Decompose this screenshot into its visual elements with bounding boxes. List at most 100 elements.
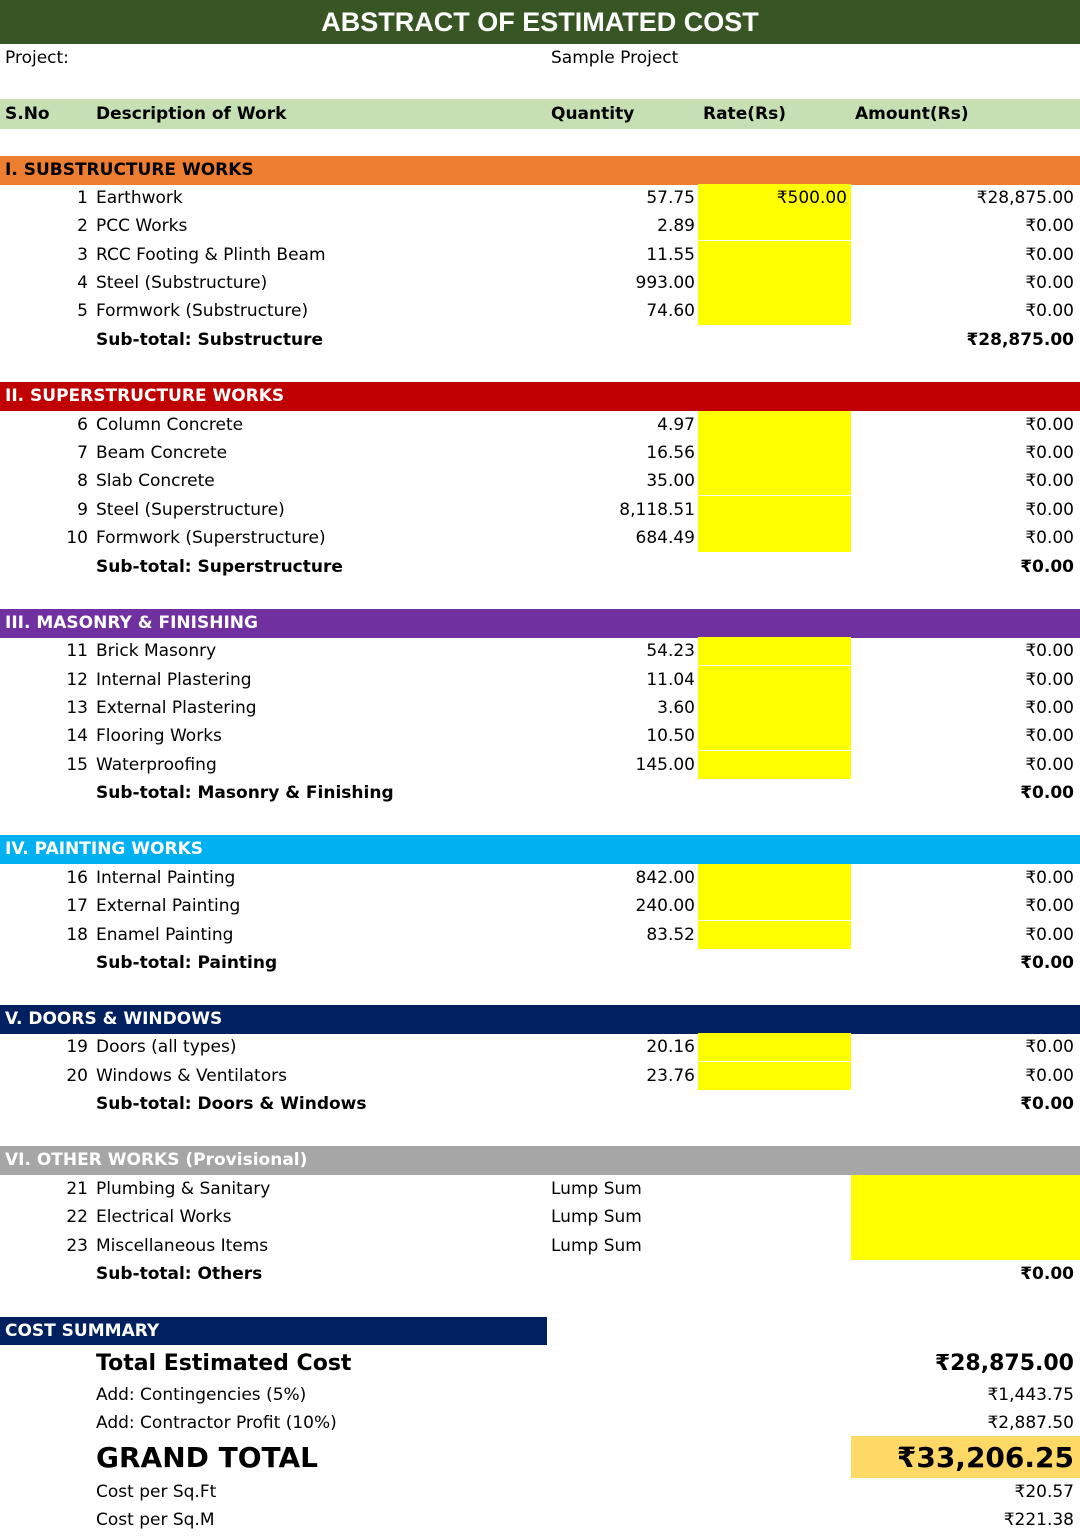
rate-input-cell[interactable] <box>698 411 851 439</box>
subtotal-amount: ₹0.00 <box>1020 1264 1074 1284</box>
subtotal-row: Sub-total: Superstructure ₹0.00 <box>0 553 1080 581</box>
table-row: 17 External Painting 240.00 ₹0.00 <box>0 892 1080 920</box>
row-description: RCC Footing & Plinth Beam <box>96 245 326 265</box>
row-description: Steel (Superstructure) <box>96 500 285 520</box>
rate-input-cell[interactable] <box>698 666 851 694</box>
table-row: 1 Earthwork 57.75 ₹500.00 ₹28,875.00 <box>0 184 1080 212</box>
grand-total-highlight <box>851 1436 1080 1478</box>
row-description: Miscellaneous Items <box>96 1236 269 1256</box>
subtotal-amount: ₹0.00 <box>1020 953 1074 973</box>
row-description: Waterproofing <box>96 755 217 775</box>
row-amount: ₹0.00 <box>1025 245 1074 265</box>
row-quantity: 16.56 <box>646 443 695 463</box>
row-description: Beam Concrete <box>96 443 228 463</box>
row-quantity: 240.00 <box>635 896 695 916</box>
table-row: 8 Slab Concrete 35.00 ₹0.00 <box>0 467 1080 495</box>
total-estimated-row: Total Estimated Cost ₹28,875.00 <box>0 1348 1080 1380</box>
contractor-profit-label: Add: Contractor Profit (10%) <box>96 1413 337 1433</box>
row-amount: ₹0.00 <box>1025 755 1074 775</box>
rate-input-cell[interactable] <box>698 269 851 297</box>
rate-input-cell[interactable] <box>698 212 851 240</box>
row-sno: 2 <box>77 216 88 236</box>
rate-input-cell[interactable]: ₹500.00 <box>698 184 851 212</box>
contingencies-label: Add: Contingencies (5%) <box>96 1385 307 1405</box>
row-quantity: 57.75 <box>646 188 695 208</box>
rate-input-cell[interactable] <box>698 524 851 552</box>
row-description: Earthwork <box>96 188 183 208</box>
rate-input-cell[interactable] <box>698 722 851 750</box>
cost-per-sqft-label: Cost per Sq.Ft <box>96 1482 217 1502</box>
table-row: 7 Beam Concrete 16.56 ₹0.00 <box>0 439 1080 467</box>
total-estimated-amount: ₹28,875.00 <box>934 1351 1074 1376</box>
table-row: 12 Internal Plastering 11.04 ₹0.00 <box>0 666 1080 694</box>
row-quantity: Lump Sum <box>551 1179 642 1199</box>
rate-input-cell[interactable] <box>698 921 851 949</box>
row-sno: 12 <box>66 670 88 690</box>
row-description: Slab Concrete <box>96 471 215 491</box>
row-amount: ₹0.00 <box>1025 641 1074 661</box>
row-sno: 3 <box>77 245 88 265</box>
row-quantity: 993.00 <box>635 273 695 293</box>
row-sno: 20 <box>66 1066 88 1086</box>
row-amount: ₹0.00 <box>1025 698 1074 718</box>
rate-input-cell[interactable] <box>698 297 851 325</box>
lump-sum-amount-input[interactable] <box>851 1175 1080 1260</box>
sheet-title: ABSTRACT OF ESTIMATED COST <box>0 0 1080 44</box>
row-quantity: 2.89 <box>657 216 695 236</box>
row-quantity: 3.60 <box>657 698 695 718</box>
row-description: Brick Masonry <box>96 641 217 661</box>
row-amount: ₹0.00 <box>1025 726 1074 746</box>
contractor-profit-amount: ₹2,887.50 <box>987 1413 1074 1433</box>
row-amount: ₹28,875.00 <box>976 188 1074 208</box>
subtotal-amount: ₹0.00 <box>1020 1094 1074 1114</box>
section-header-doors-windows: V. DOORS & WINDOWS <box>0 1005 1080 1034</box>
rate-input-cell[interactable] <box>698 496 851 524</box>
project-name-cell[interactable]: Sample Project <box>551 48 679 68</box>
table-row: 3 RCC Footing & Plinth Beam 11.55 ₹0.00 <box>0 241 1080 269</box>
rate-input-cell[interactable] <box>698 241 851 269</box>
row-description: Internal Plastering <box>96 670 252 690</box>
row-amount: ₹0.00 <box>1025 273 1074 293</box>
cost-per-sqft-amount: ₹20.57 <box>1014 1482 1074 1502</box>
cost-per-sqm-row: Cost per Sq.M ₹221.38 <box>0 1506 1080 1534</box>
row-description: Windows & Ventilators <box>96 1066 287 1086</box>
section-header-superstructure: II. SUPERSTRUCTURE WORKS <box>0 382 1080 411</box>
rate-input-cell[interactable] <box>698 1062 851 1090</box>
row-quantity: 842.00 <box>635 868 695 888</box>
subtotal-label: Sub-total: Painting <box>96 953 278 973</box>
section-header-masonry: III. MASONRY & FINISHING <box>0 609 1080 638</box>
header-quantity: Quantity <box>551 104 635 124</box>
row-quantity: 11.55 <box>646 245 695 265</box>
rate-input-cell[interactable] <box>698 864 851 892</box>
row-description: PCC Works <box>96 216 188 236</box>
row-quantity: 23.76 <box>646 1066 695 1086</box>
section-header-other-works: VI. OTHER WORKS (Provisional) <box>0 1146 1080 1175</box>
row-sno: 21 <box>66 1179 88 1199</box>
rate-input-cell[interactable] <box>698 694 851 722</box>
table-row: 2 PCC Works 2.89 ₹0.00 <box>0 212 1080 240</box>
cost-per-sqft-row: Cost per Sq.Ft ₹20.57 <box>0 1478 1080 1506</box>
row-sno: 8 <box>77 471 88 491</box>
rate-input-cell[interactable] <box>698 637 851 665</box>
row-amount: ₹0.00 <box>1025 1037 1074 1057</box>
rate-input-cell[interactable] <box>698 467 851 495</box>
table-row: 9 Steel (Superstructure) 8,118.51 ₹0.00 <box>0 496 1080 524</box>
row-sno: 5 <box>77 301 88 321</box>
contingencies-amount: ₹1,443.75 <box>987 1385 1074 1405</box>
header-amount: Amount(Rs) <box>855 104 969 124</box>
row-amount: ₹0.00 <box>1025 216 1074 236</box>
row-sno: 1 <box>77 188 88 208</box>
table-row: 13 External Plastering 3.60 ₹0.00 <box>0 694 1080 722</box>
row-amount: ₹0.00 <box>1025 925 1074 945</box>
table-row: 4 Steel (Substructure) 993.00 ₹0.00 <box>0 269 1080 297</box>
grand-total-label: GRAND TOTAL <box>96 1441 318 1474</box>
project-label: Project: <box>5 48 69 68</box>
rate-input-cell[interactable] <box>698 892 851 920</box>
rate-input-cell[interactable] <box>698 439 851 467</box>
rate-input-cell[interactable] <box>698 751 851 779</box>
row-sno: 13 <box>66 698 88 718</box>
rate-input-cell[interactable] <box>698 1033 851 1061</box>
row-sno: 23 <box>66 1236 88 1256</box>
cost-per-sqm-amount: ₹221.38 <box>1003 1510 1074 1530</box>
